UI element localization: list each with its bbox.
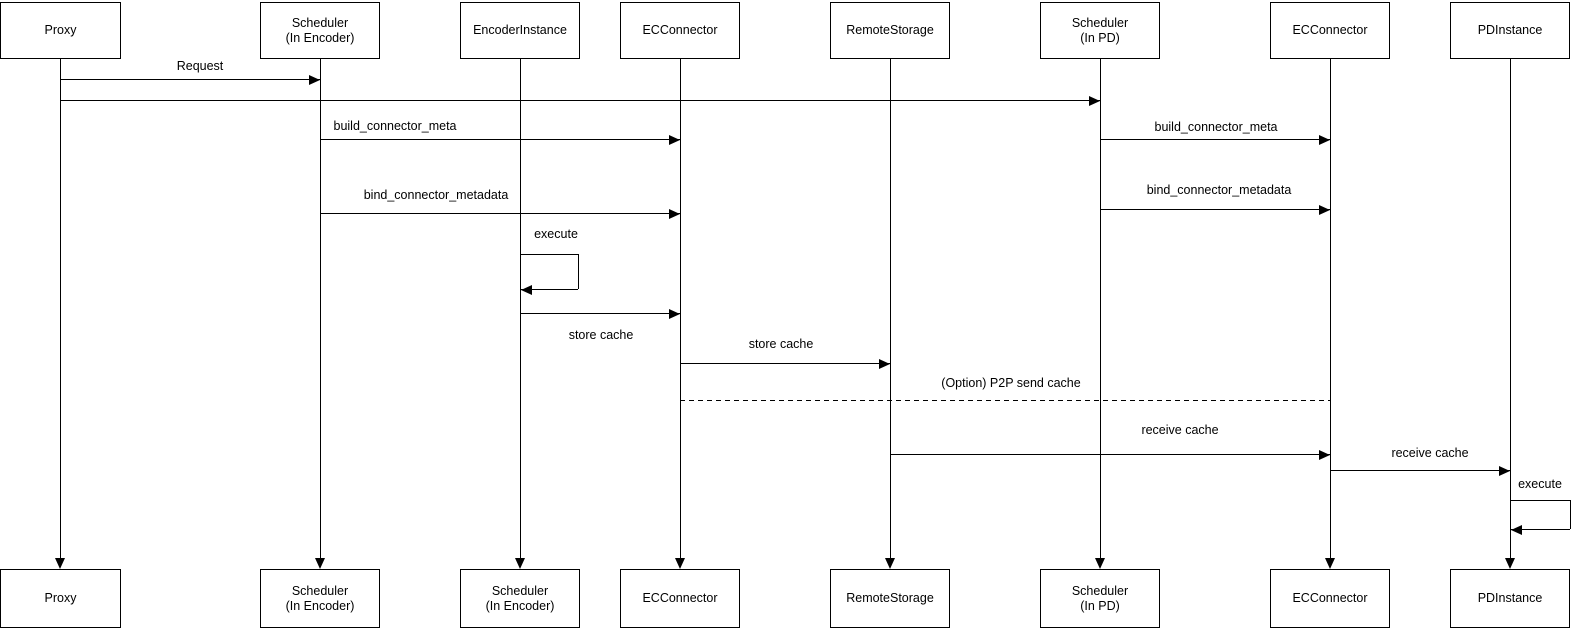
participant-bottom-encoder-instance: Scheduler (In Encoder) [460,569,580,628]
participant-top-ec-connector-pd: ECConnector [1270,2,1390,59]
participant-top-encoder-instance: EncoderInstance [460,2,580,59]
lifeline-proxy [60,59,61,558]
message-label-0-request: Request [174,59,226,73]
lifeline-scheduler-encoder [320,59,321,558]
lifeline-arrowhead-ec-connector-pd [1325,558,1335,569]
lifeline-arrowhead-pd-instance [1505,558,1515,569]
lifeline-pd-instance [1510,59,1511,558]
message-line-7-store-cache [680,363,890,364]
participant-bottom-ec-connector-pd: ECConnector [1270,569,1390,628]
message-label-4-bind-connector-metadata: bind_connector_metadata [361,188,511,202]
message-label-5-bind-connector-metadata: bind_connector_metadata [1144,183,1294,197]
participant-bottom-proxy: Proxy [0,569,121,628]
message-label-7-store-cache: store cache [746,337,816,351]
message-arrowhead-5-bind-connector-metadata [1319,205,1330,215]
self-loop-label-encoder-instance-execute: execute [532,227,580,241]
message-arrowhead-0-request [309,75,320,85]
self-loop-arrowhead-pd-instance-execute [1511,525,1522,535]
lifeline-arrowhead-proxy [55,558,65,569]
lifeline-remote-storage [890,59,891,558]
lifeline-arrowhead-remote-storage [885,558,895,569]
lifeline-arrowhead-ec-connector-enc [675,558,685,569]
message-label-3-build-connector-meta: build_connector_meta [1152,120,1280,134]
participant-top-scheduler-encoder: Scheduler (In Encoder) [260,2,380,59]
message-label-10-receive-cache: receive cache [1389,446,1471,460]
participant-bottom-scheduler-pd: Scheduler (In PD) [1040,569,1160,628]
message-line-4-bind-connector-metadata [320,213,680,214]
message-line-6-store-cache [520,313,680,314]
self-loop-bottom-encoder-instance-execute [521,289,578,290]
message-arrowhead-2-build-connector-meta [669,135,680,145]
message-line-10-receive-cache [1330,470,1510,471]
participant-bottom-scheduler-encoder: Scheduler (In Encoder) [260,569,380,628]
self-loop-top-pd-instance-execute [1510,500,1570,501]
self-loop-right-pd-instance-execute [1570,500,1571,529]
self-loop-label-pd-instance-execute: execute [1516,477,1564,491]
message-line-5-bind-connector-metadata [1100,209,1330,210]
message-line-0-request [60,79,320,80]
message-arrowhead-6-store-cache [669,309,680,319]
lifeline-encoder-instance [520,59,521,558]
self-loop-top-encoder-instance-execute [520,254,578,255]
message-line-1-unlabeled [60,100,1100,101]
participant-top-pd-instance: PDInstance [1450,2,1570,59]
self-loop-bottom-pd-instance-execute [1511,529,1570,530]
lifeline-ec-connector-pd [1330,59,1331,558]
self-loop-arrowhead-encoder-instance-execute [521,285,532,295]
message-arrowhead-1-unlabeled [1089,96,1100,106]
participant-bottom-ec-connector-enc: ECConnector [620,569,740,628]
message-line-3-build-connector-meta [1100,139,1330,140]
message-line-9-receive-cache [890,454,1330,455]
message-line-8-option-p2p-send-cache [680,400,1330,401]
lifeline-arrowhead-scheduler-encoder [315,558,325,569]
message-arrowhead-9-receive-cache [1319,450,1330,460]
participant-top-scheduler-pd: Scheduler (In PD) [1040,2,1160,59]
lifeline-ec-connector-enc [680,59,681,558]
message-arrowhead-4-bind-connector-metadata [669,209,680,219]
message-label-2-build-connector-meta: build_connector_meta [331,119,459,133]
participant-top-remote-storage: RemoteStorage [830,2,950,59]
message-label-6-store-cache: store cache [566,328,636,342]
participant-top-ec-connector-enc: ECConnector [620,2,740,59]
participant-bottom-pd-instance: PDInstance [1450,569,1570,628]
message-label-8-option-p2p-send-cache: (Option) P2P send cache [939,376,1083,390]
self-loop-right-encoder-instance-execute [578,254,579,289]
message-arrowhead-7-store-cache [879,359,890,369]
lifeline-arrowhead-encoder-instance [515,558,525,569]
participant-top-proxy: Proxy [0,2,121,59]
lifeline-arrowhead-scheduler-pd [1095,558,1105,569]
lifeline-scheduler-pd [1100,59,1101,558]
participant-bottom-remote-storage: RemoteStorage [830,569,950,628]
message-arrowhead-3-build-connector-meta [1319,135,1330,145]
message-arrowhead-10-receive-cache [1499,466,1510,476]
message-label-9-receive-cache: receive cache [1139,423,1221,437]
message-line-2-build-connector-meta [320,139,680,140]
